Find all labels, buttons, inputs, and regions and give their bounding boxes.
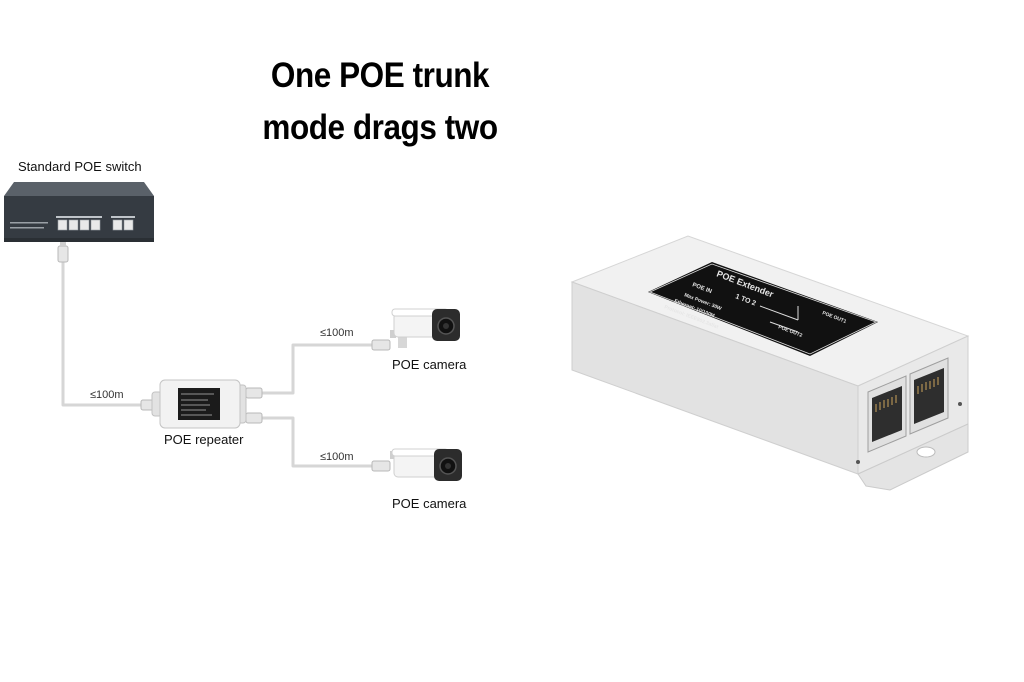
switch-front-face [4,196,154,242]
plug-repeater-out2 [245,412,263,424]
switch-top-face [4,182,154,196]
poe-switch [4,182,154,242]
branch-cable-top [258,343,378,395]
poe-extender-device [570,235,970,491]
switch-led-row [10,222,48,229]
device-label [648,262,878,356]
title-line-2: mode drags two [262,108,498,147]
repeater-label-text: POE repeater [164,432,244,447]
plug-switch [57,242,69,263]
device-port-2 [909,357,949,435]
switch-ports [57,219,134,231]
poe-camera-bottom [390,448,462,481]
branch-bottom-distance: ≤100m [320,451,354,463]
poe-camera-top [390,308,460,348]
camera-top-label: POE camera [392,357,467,372]
plug-repeater-out1 [245,387,263,399]
trunk-cable [61,262,145,407]
device-mount-tab [857,423,969,491]
camera-bottom-label: POE camera [392,496,467,511]
cable-network [61,262,378,468]
trunk-distance: ≤100m [90,389,124,401]
plug-camera-top [371,339,391,351]
switch-label: Standard POE switch [18,159,142,174]
plug-camera-bottom [371,460,391,472]
branch-top-distance: ≤100m [320,327,354,339]
poe-repeater [151,379,247,429]
title-line-1: One POE trunk [270,56,490,95]
device-port-1 [867,375,907,453]
branch-cable-bottom [258,416,378,468]
